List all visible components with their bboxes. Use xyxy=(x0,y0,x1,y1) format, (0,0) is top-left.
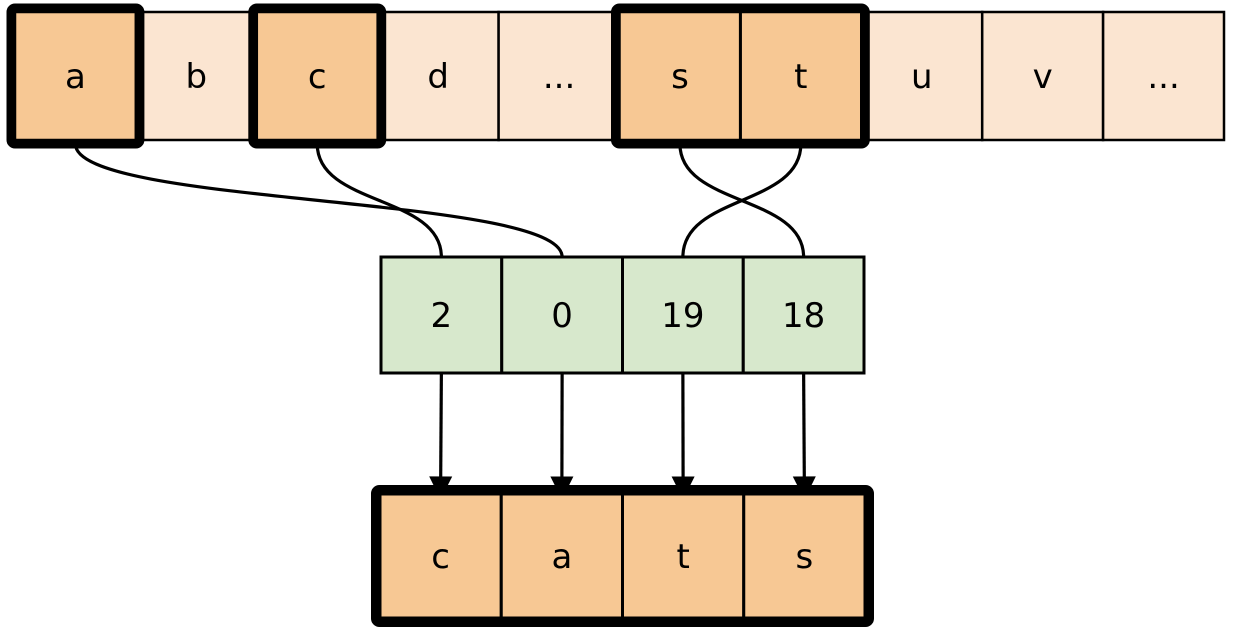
alphabet-cell-a[interactable]: a xyxy=(13,10,138,142)
alphabet-cell-c[interactable]: c xyxy=(255,10,379,142)
alphabet-cell-b[interactable]: b xyxy=(134,10,259,142)
cell-background xyxy=(499,492,624,620)
highlight-outline-group-st xyxy=(611,3,870,149)
word-cell-c-0[interactable]: c xyxy=(378,492,503,620)
alphabet-cell-label: s xyxy=(671,57,689,97)
connector-t-to-2 xyxy=(681,142,803,259)
cell-background xyxy=(500,255,624,375)
alphabet-cell-label: a xyxy=(65,57,86,97)
alphabet-cell-label: ... xyxy=(1147,57,1179,97)
cell-background xyxy=(255,10,379,142)
word-cell-a-1[interactable]: a xyxy=(499,492,624,620)
index-to-word-arrows xyxy=(429,372,816,500)
letter-to-index-connectors xyxy=(73,142,806,259)
alphabet-cell-label: u xyxy=(911,57,933,97)
cell-background xyxy=(378,492,503,620)
word-cell-label: t xyxy=(676,537,689,577)
cell-background xyxy=(741,255,866,375)
cell-background xyxy=(379,255,504,375)
word-cell-label: c xyxy=(431,537,450,577)
index-cell-value: 19 xyxy=(661,296,704,336)
index-cell-0[interactable]: 2 xyxy=(379,255,504,375)
index-cell-value: 2 xyxy=(431,296,453,336)
connector-c-to-0 xyxy=(315,142,443,259)
word-strip-outline xyxy=(371,485,874,627)
connector-a-to-1 xyxy=(73,142,564,259)
cell-background xyxy=(13,10,138,142)
cell-background xyxy=(1101,10,1226,142)
alphabet-cell-d[interactable]: d xyxy=(376,10,500,142)
alphabet-cell-t[interactable]: t xyxy=(739,10,863,142)
cell-background xyxy=(134,10,259,142)
word-cell-label: s xyxy=(796,537,814,577)
alphabet-cell-label: v xyxy=(1033,57,1053,97)
alphabet-cell-label: t xyxy=(794,57,807,97)
alphabet-cell-ellipsis-9[interactable]: ... xyxy=(1101,10,1226,142)
cell-background xyxy=(497,10,621,142)
index-cell-value: 0 xyxy=(551,296,573,336)
alphabet-cell-u[interactable]: u xyxy=(860,10,984,142)
cell-background xyxy=(980,10,1105,142)
alphabet-cell-s[interactable]: s xyxy=(618,10,742,142)
index-cell-1[interactable]: 0 xyxy=(500,255,624,375)
cell-background xyxy=(621,255,745,375)
word-cell-s-3[interactable]: s xyxy=(742,492,867,620)
alphabet-cell-label: ... xyxy=(543,57,575,97)
word-cell-t-2[interactable]: t xyxy=(621,492,746,620)
alphabet-cell-ellipsis-4[interactable]: ... xyxy=(497,10,621,142)
alphabet-cell-label: b xyxy=(186,57,208,97)
index-cell-3[interactable]: 18 xyxy=(741,255,866,375)
alphabet-cell-label: c xyxy=(308,57,327,97)
alphabet-cell-label: d xyxy=(427,57,449,97)
word-cell-label: a xyxy=(551,537,572,577)
arrow-index-3-to-word-3 xyxy=(792,372,816,500)
alphabet-strip: a b c d... s t u v... xyxy=(13,10,1226,142)
index-cell-2[interactable]: 19 xyxy=(621,255,745,375)
arrow-index-0-to-word-0 xyxy=(429,372,453,500)
alphabet-cell-v[interactable]: v xyxy=(980,10,1105,142)
index-cell-value: 18 xyxy=(782,296,825,336)
